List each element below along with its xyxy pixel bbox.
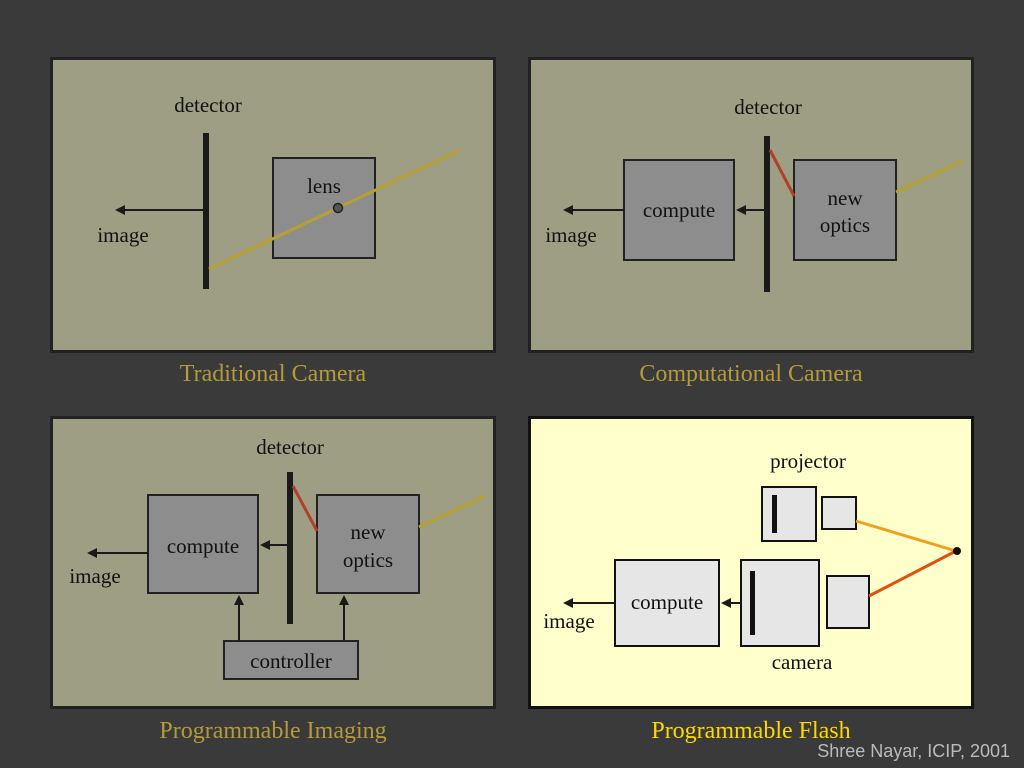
projector-element	[772, 495, 777, 533]
compute-label: compute	[631, 590, 703, 614]
new-optics-label-line2: optics	[343, 548, 393, 572]
image-label: image	[545, 223, 596, 247]
traditional-camera-diagram: detector lens image	[97, 93, 461, 289]
credit-text: Shree Nayar, ICIP, 2001	[817, 741, 1010, 761]
traditional-camera-panel: detector lens image	[50, 57, 496, 353]
compute-label: compute	[167, 534, 239, 558]
traditional-camera-caption: Traditional Camera	[179, 361, 367, 387]
programmable-flash-caption: Programmable Flash	[651, 718, 851, 744]
detector-to-compute-arrow-head	[736, 205, 746, 215]
controller-to-compute-arrow-head	[234, 595, 244, 605]
computational-camera-caption: Computational Camera	[639, 361, 863, 387]
controller-label: controller	[250, 649, 332, 673]
refracted-ray	[291, 485, 319, 532]
detector-plate	[203, 133, 209, 289]
compute-box	[614, 559, 720, 647]
projector-body	[761, 486, 817, 542]
image-label: image	[69, 564, 120, 588]
projector-label: projector	[770, 449, 846, 473]
projector-lens	[821, 496, 857, 530]
camera-to-compute-arrow-head	[721, 598, 731, 608]
computational-camera-diagram: detector compute new optics image	[545, 95, 963, 292]
detector-to-compute-arrow-head	[260, 540, 270, 550]
image-label: image	[543, 609, 594, 633]
image-arrow-head	[87, 548, 97, 558]
programmable-imaging-panel: detector compute new optics image contro…	[50, 416, 496, 709]
image-arrow-head	[563, 205, 573, 215]
new-optics-box	[793, 159, 897, 261]
controller-to-optics-arrow-head	[339, 595, 349, 605]
lens-center-point	[332, 202, 344, 214]
image-arrow-head	[563, 598, 573, 608]
camera-label: camera	[772, 650, 833, 674]
detector-label: detector	[734, 95, 802, 119]
new-optics-box	[316, 494, 420, 594]
compute-label: compute	[643, 198, 715, 222]
light-ray	[418, 494, 486, 529]
programmable-imaging-diagram: detector compute new optics image contro…	[69, 435, 486, 680]
new-optics-label-line1: new	[351, 520, 387, 544]
lens-label: lens	[307, 174, 341, 198]
detector-plate	[287, 472, 293, 624]
programmable-flash-panel: projector compute camera image	[528, 416, 974, 709]
controller-box	[223, 640, 359, 680]
camera-detector	[750, 571, 755, 635]
compute-box	[147, 494, 259, 594]
lens-box	[272, 157, 376, 259]
programmable-flash-diagram: projector compute camera image	[543, 449, 961, 674]
camera-ray	[868, 549, 957, 598]
refracted-ray	[768, 149, 796, 197]
image-arrow-head	[115, 205, 125, 215]
new-optics-label-line2: optics	[820, 213, 870, 237]
detector-label: detector	[174, 93, 242, 117]
image-label: image	[97, 223, 148, 247]
new-optics-label-line1: new	[828, 186, 864, 210]
detector-plate	[764, 136, 770, 292]
programmable-imaging-caption: Programmable Imaging	[159, 718, 387, 744]
projector-ray	[855, 519, 957, 553]
camera-lens	[826, 575, 870, 629]
computational-camera-panel: detector compute new optics image	[528, 57, 974, 353]
detector-label: detector	[256, 435, 324, 459]
scene-point	[953, 547, 961, 555]
light-ray	[895, 159, 963, 194]
